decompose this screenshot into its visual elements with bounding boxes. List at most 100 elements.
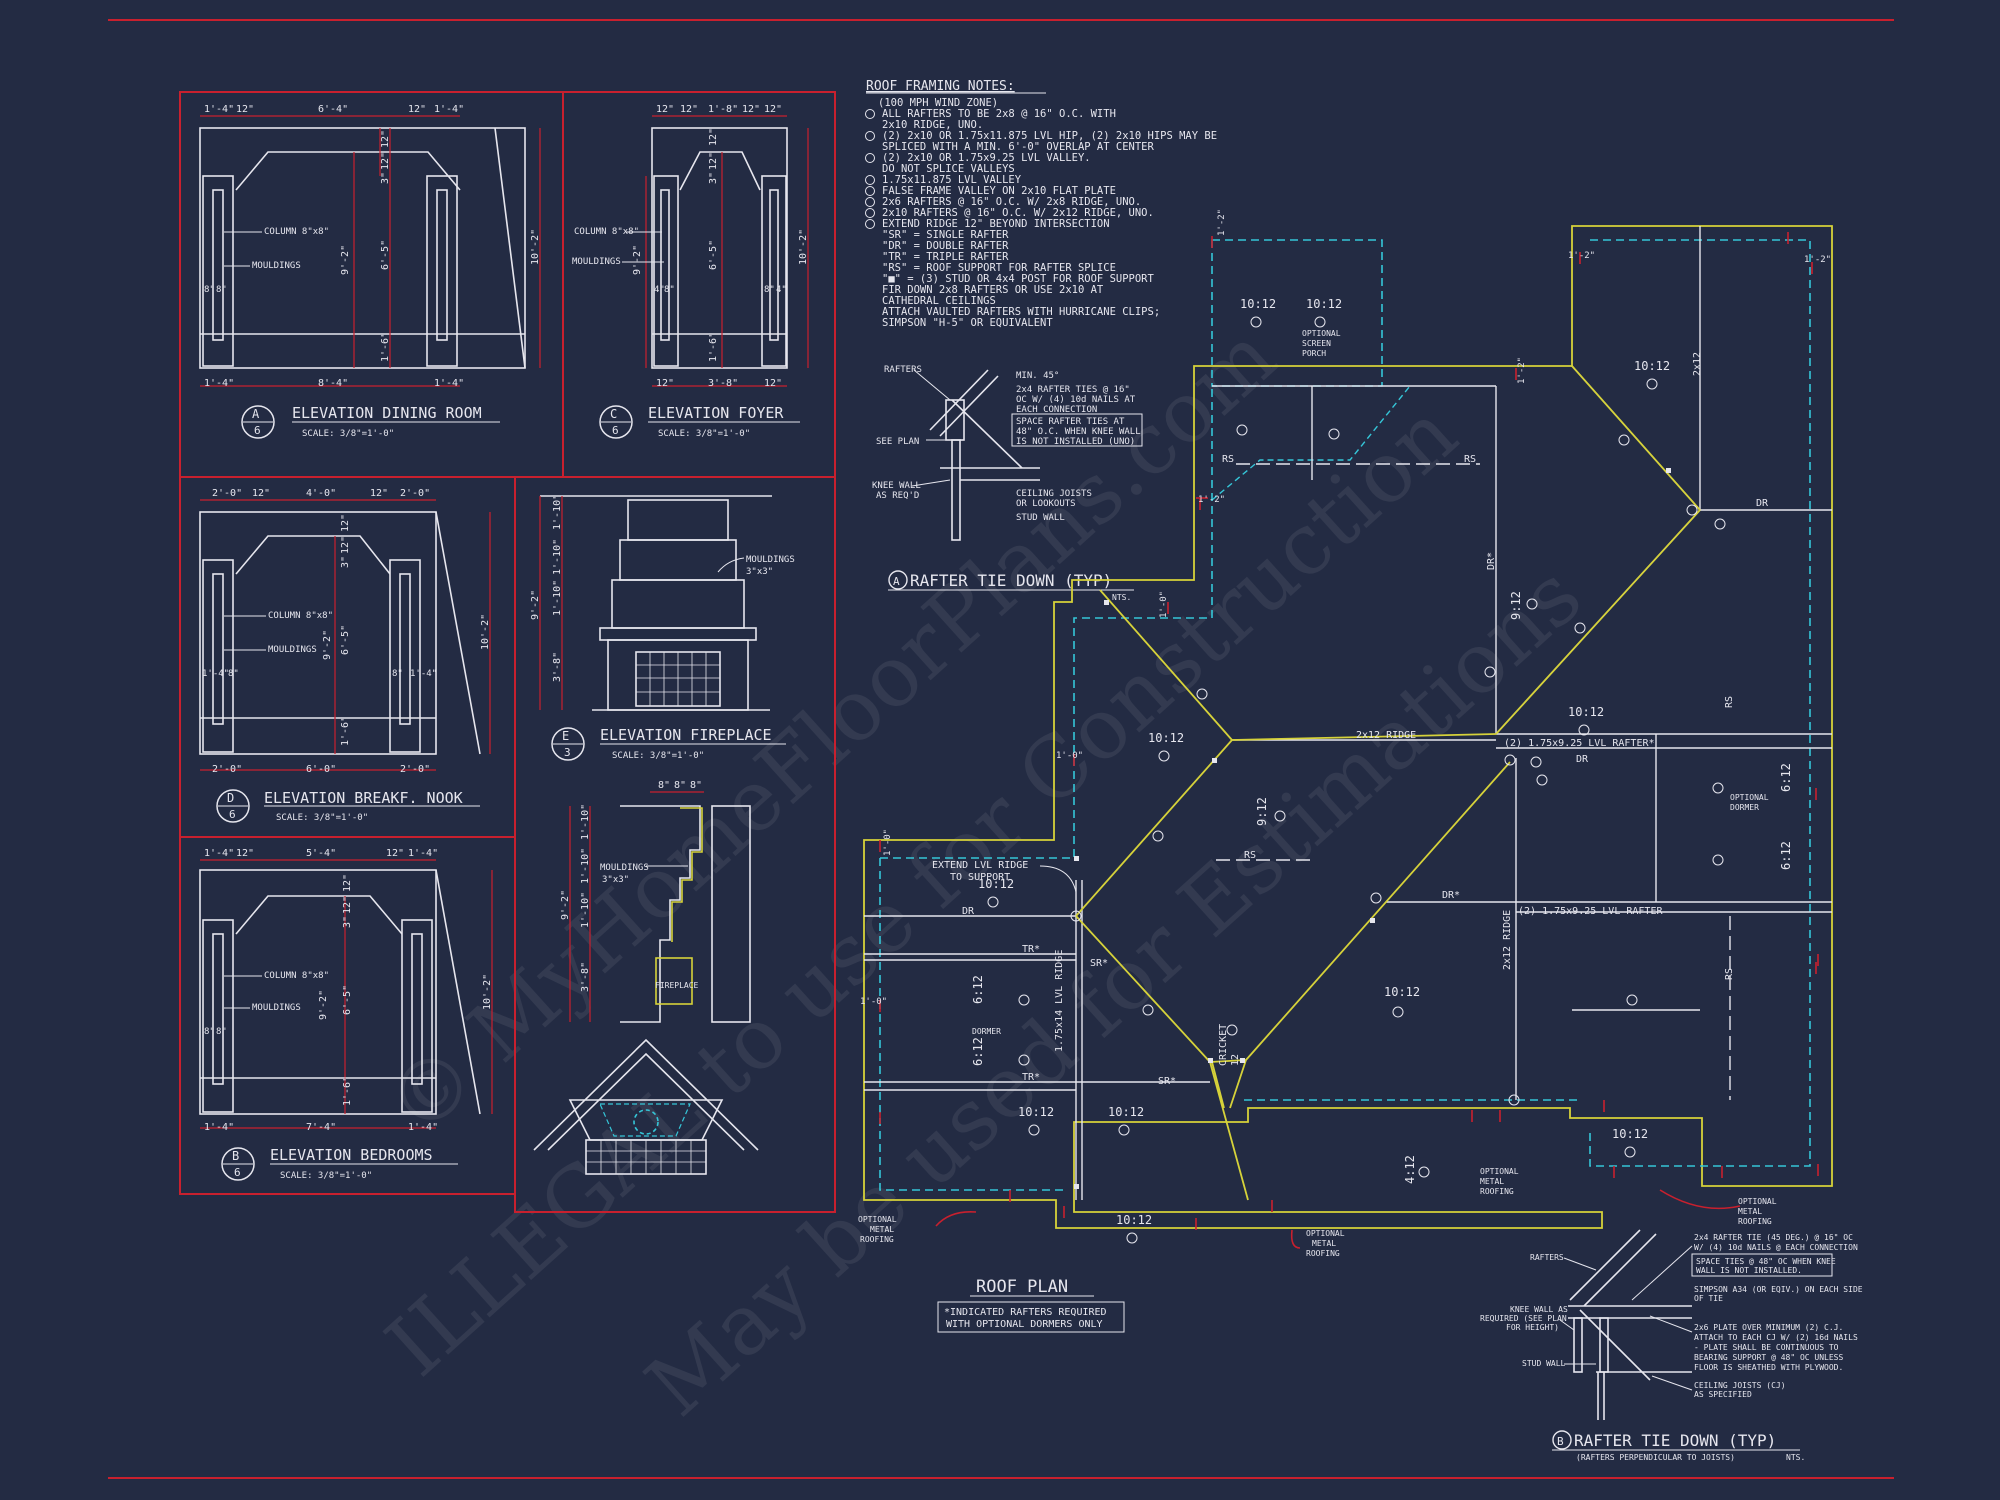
tiedown-a-space-2: 48" O.C. WHEN KNEE WALL	[1016, 427, 1141, 437]
dim-nook-v-6: 1'-6"	[340, 716, 351, 746]
dim-foyer-top-5: 12"	[764, 104, 782, 115]
dim-fp2-top-1: 8"	[658, 780, 670, 791]
rafter-tie-down-b: RAFTERS 2x4 RAFTER TIE (45 DEG.) @ 16" O…	[1480, 1229, 1863, 1462]
tiedown-a-space-3: IS NOT INSTALLED (UNO)	[1016, 437, 1135, 447]
dim-bed-top-3: 5'-4"	[306, 848, 336, 859]
dim-bed-bot-2: 7'-4"	[306, 1122, 336, 1133]
screen-porch-1: OPTIONAL	[1302, 329, 1341, 338]
roof-dim-9: 1'-2"	[1804, 255, 1831, 265]
dim-nook-bot-1: 2'-0"	[212, 764, 242, 775]
rs-label-3: RS	[1244, 850, 1256, 861]
dim-nook-v-1: 12"	[340, 514, 351, 532]
dim-fp-v-2: 1'-10"	[552, 539, 563, 575]
metal-roofing-1c: ROOFING	[860, 1235, 894, 1244]
dim-foyer-v-4: 9'-2"	[632, 245, 643, 275]
dim-nook-v-11: 1'-4"	[410, 669, 437, 679]
tr-label-2: TR*	[1022, 1072, 1040, 1083]
pitch-label-6: 10:12	[978, 877, 1014, 891]
notes-line-5: SPLICED WITH A MIN. 6'-0" OVERLAP AT CEN…	[882, 141, 1155, 153]
screen-porch-2: SCREEN	[1302, 339, 1331, 348]
dim-fp-v-4: 9'-2"	[530, 590, 541, 620]
dr-star-label-1: DR*	[1486, 552, 1497, 570]
lvl-ridge-label: 1.75x14 LVL RIDGE	[1054, 950, 1065, 1052]
tiedown-b-space-2: WALL IS NOT INSTALLED.	[1696, 1266, 1802, 1275]
pitch-label-4: 10:12	[1568, 705, 1604, 719]
dim-bed-top-4: 12"	[386, 848, 404, 859]
fp2-mouldings-size: 3"x3"	[602, 875, 629, 885]
roof-dim-6: 1'-0"	[883, 829, 893, 856]
dim-fp-v-1: 1'-10"	[552, 494, 563, 530]
dim-fp2-v-2: 1'-10"	[580, 848, 591, 884]
dim-foyer-top-2: 12"	[680, 104, 698, 115]
dr-star-label-2: DR*	[1442, 890, 1460, 901]
rafter-tie-down-a: RAFTERS MIN. 45° 2x4 RAFTER TIES @ 16" O…	[872, 365, 1143, 602]
dim-foyer-v-5: 6'-5"	[708, 240, 719, 270]
extend-ridge-2: TO SUPPORT	[950, 872, 1010, 883]
roof-plan: 10:12 10:12 10:12 10:12 10:12 10:12 10:1…	[858, 209, 1833, 1333]
dim-bed-v-3: 12"	[342, 896, 353, 914]
notes-line-20: ATTACH VAULTED RAFTERS WITH HURRICANE CL…	[882, 306, 1160, 318]
pitch-label-8: 10:12	[1018, 1105, 1054, 1119]
lvl-rafter-label-1: (2) 1.75x9.25 LVL RAFTER*	[1504, 738, 1655, 749]
dining-elev-id: A	[252, 407, 260, 421]
dim-foyer-bot-1: 12"	[656, 378, 674, 389]
pitch-label-18: 4:12	[1403, 1155, 1417, 1184]
elevation-foyer: 12" 12" 1'-8" 12" 12" 12" 3'-8" 12" 12" …	[572, 104, 809, 439]
fp2-mouldings-label: MOULDINGS	[600, 863, 649, 873]
dim-bed-v-5: 6'-5"	[342, 985, 353, 1015]
tiedown-b-plate-3: - PLATE SHALL BE CONTINUOUS TO	[1694, 1343, 1839, 1352]
dim-dining-top-5: 1'-4"	[434, 104, 464, 115]
nook-elev-title: ELEVATION BREAKF. NOOK	[264, 789, 463, 807]
tiedown-b-joists-1: CEILING JOISTS (CJ)	[1694, 1381, 1786, 1390]
tiedown-a-min45: MIN. 45°	[1016, 371, 1059, 381]
dim-foyer-v-7: 10'-2"	[798, 229, 809, 265]
dim-nook-v-4: 9'-2"	[322, 630, 333, 660]
dim-fp-v-5: 3'-8"	[552, 652, 563, 682]
dim-foyer-top-3: 1'-8"	[708, 104, 738, 115]
bed-elev-title: ELEVATION BEDROOMS	[270, 1146, 433, 1164]
tiedown-b-title: RAFTER TIE DOWN (TYP)	[1574, 1431, 1776, 1450]
dr-label-1: DR	[1756, 498, 1769, 509]
dim-nook-v-5: 6'-5"	[340, 625, 351, 655]
dim-nook-v-9: 8"	[228, 669, 239, 679]
notes-line-12: EXTEND RIDGE 12" BEYOND INTERSECTION	[882, 218, 1110, 230]
roof-dim-4: 1'-0"	[1159, 591, 1169, 618]
dim-bed-bot-3: 1'-4"	[408, 1122, 438, 1133]
dormer-label: DORMER	[972, 1027, 1001, 1036]
pitch-label-2: 10:12	[1306, 297, 1342, 311]
nook-elev-sheet: 6	[229, 808, 236, 821]
tiedown-b-space-1: SPACE TIES @ 48" OC WHEN KNEE	[1696, 1257, 1836, 1266]
notes-line-11: 2x10 RAFTERS @ 16" O.C. W/ 2x12 RIDGE, U…	[882, 207, 1154, 219]
dim-foyer-v-8: 4"	[654, 285, 665, 295]
dim-foyer-v-6: 1'-6"	[708, 332, 719, 362]
tiedown-b-plate-5: FLOOR IS SHEATHED WITH PLYWOOD.	[1694, 1363, 1843, 1372]
pitch-label-16: 6:12	[1779, 763, 1793, 792]
rs-label-1: RS	[1222, 454, 1234, 465]
pitch-label-5: 10:12	[1148, 731, 1184, 745]
fireplace-section: 8" 8" 8" 1'-10" 1'-10" 1'-10" 9'-2" 3'-8…	[560, 780, 751, 1023]
dim-bed-v-9: 8"	[216, 1027, 227, 1037]
dim-bed-top-2: 12"	[236, 848, 254, 859]
notes-line-19: CATHEDRAL CEILINGS	[882, 295, 996, 307]
dim-foyer-bot-2: 3'-8"	[708, 378, 738, 389]
roof-framing-notes: ROOF FRAMING NOTES: (100 MPH WIND ZONE) …	[865, 79, 1217, 329]
notes-line-6: (2) 2x10 OR 1.75x9.25 LVL VALLEY.	[882, 152, 1091, 164]
bed-elev-sheet: 6	[234, 1166, 241, 1179]
dim-foyer-v-3: 12"	[708, 152, 719, 170]
tiedown-a-knee-2: AS REQ'D	[876, 491, 919, 501]
dim-foyer-v-11: 4"	[776, 285, 787, 295]
dim-nook-top-4: 12"	[370, 488, 388, 499]
dr-label-3: DR	[962, 906, 975, 917]
tiedown-a-ties-1: 2x4 RAFTER TIES @ 16"	[1016, 385, 1130, 395]
tiedown-b-knee-3: FOR HEIGHT)	[1506, 1323, 1559, 1332]
pitch-label-14: 6:12	[971, 975, 985, 1004]
notes-line-2: ALL RAFTERS TO BE 2x8 @ 16" O.C. WITH	[882, 108, 1116, 120]
elevation-fireplace: 1'-10" 1'-10" 1'-10" 9'-2" 3'-8" MOULDIN…	[530, 494, 795, 761]
dim-bed-v-1: 12"	[342, 874, 353, 892]
notes-line-8: 1.75x11.875 LVL VALLEY	[882, 174, 1022, 186]
dim-dining-bot-1: 1'-4"	[204, 378, 234, 389]
dim-nook-top-1: 2'-0"	[212, 488, 242, 499]
pitch-label-1: 10:12	[1240, 297, 1276, 311]
fp-mouldings-size: 3"x3"	[746, 567, 773, 577]
